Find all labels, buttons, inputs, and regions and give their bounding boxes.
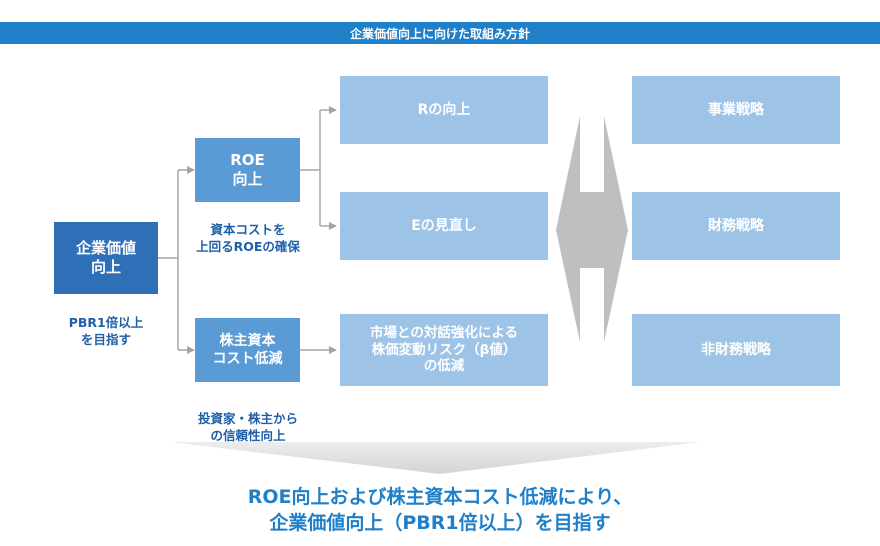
roe-label: ROE 向上 [230, 150, 265, 189]
action-e-label: Eの見直し [411, 217, 477, 234]
header-bar: 企業価値向上に向けた取組み方針 [0, 22, 880, 44]
root-connector [158, 166, 195, 354]
action-e-box: Eの見直し [340, 192, 548, 260]
cost-label: 株主資本 コスト低減 [212, 332, 283, 367]
action-r-label: Rの向上 [417, 101, 471, 118]
strategy-finance-box: 財務戦略 [632, 192, 840, 260]
cost-caption: 投資家・株主から の信頼性向上 [168, 395, 328, 444]
strategy-nonfinance-label: 非財務戦略 [701, 341, 771, 358]
strategy-business-box: 事業戦略 [632, 76, 840, 144]
root-caption: PBR1倍以上 を目指す [40, 299, 172, 348]
cost-box: 株主資本 コスト低減 [195, 318, 300, 382]
action-r-box: Rの向上 [340, 76, 548, 144]
action-risk-label: 市場との対話強化による 株価変動リスク（β値） の低減 [370, 324, 518, 375]
roe-connector [300, 106, 337, 230]
conclusion-line-2: 企業価値向上（PBR1倍以上）を目指す [269, 511, 611, 534]
double-arrow [556, 116, 628, 342]
cost-caption-text: 投資家・株主から の信頼性向上 [197, 411, 298, 443]
action-risk-box: 市場との対話強化による 株価変動リスク（β値） の低減 [340, 314, 548, 386]
conclusion-line-1: ROE向上および株主資本コスト低減により、 [247, 486, 633, 508]
root-box: 企業価値 向上 [54, 222, 158, 294]
root-label: 企業価値 向上 [75, 238, 136, 277]
header-title: 企業価値向上に向けた取組み方針 [349, 26, 530, 41]
roe-caption-text: 資本コストを 上回るROEの確保 [196, 222, 300, 254]
strategy-finance-label: 財務戦略 [708, 217, 764, 234]
root-caption-text: PBR1倍以上 を目指す [68, 315, 144, 347]
funnel-arrow [170, 442, 700, 474]
conclusion: ROE向上および株主資本コスト低減により、 企業価値向上（PBR1倍以上）を目指… [0, 485, 880, 536]
strategy-business-label: 事業戦略 [708, 101, 764, 118]
roe-box: ROE 向上 [195, 138, 300, 202]
roe-caption: 資本コストを 上回るROEの確保 [168, 206, 328, 255]
strategy-nonfinance-box: 非財務戦略 [632, 314, 840, 386]
